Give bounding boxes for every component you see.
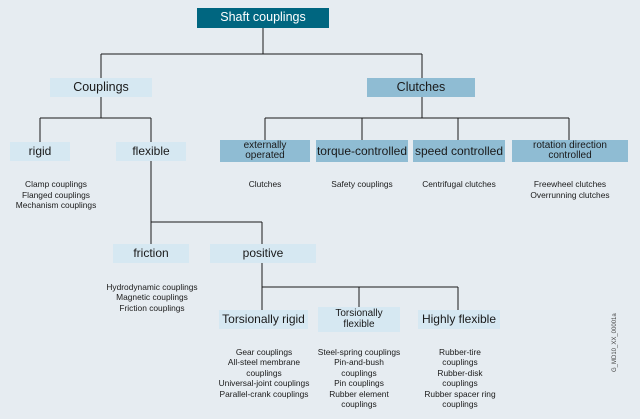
node-label: Highly flexible (421, 312, 497, 327)
node-friction: friction (113, 244, 189, 263)
list-item: Universal-joint couplings (218, 378, 310, 389)
list-item: Rubber spacer ring couplings (424, 388, 496, 410)
node-label: positive (242, 246, 284, 261)
rigid-items-list: Clamp couplings Flanged couplings Mechan… (0, 179, 112, 211)
node-label: Torsionally flexible (335, 308, 383, 330)
list-item: Mechanism couplings (15, 200, 97, 211)
torsionally-rigid-items-list: Gear couplings All-steel membrane coupli… (208, 347, 320, 399)
list-item: Rubber-disk couplings (437, 367, 483, 389)
node-label: externally operated (243, 139, 287, 161)
list-item: Freewheel clutches (533, 179, 607, 189)
list-item: Friction couplings (119, 302, 185, 313)
list-item: Clamp couplings (25, 179, 87, 189)
list-item: Gear couplings (235, 347, 293, 357)
list-item: Clutches (248, 179, 282, 189)
list-item: Rubber element couplings (329, 388, 389, 410)
torque-controlled-items-list: Safety couplings (316, 179, 408, 190)
node-label: friction (133, 246, 169, 261)
node-rotation-direction-controlled: rotation direction controlled (512, 140, 628, 162)
node-torque-controlled: torque-controlled (316, 140, 408, 162)
list-item: Safety couplings (331, 179, 393, 189)
node-label: Torsionally rigid (222, 312, 305, 327)
list-item: Parallel-crank couplings (219, 388, 309, 399)
node-label: Shaft couplings (220, 10, 306, 25)
figure-id-text: G_MD10_XX_00001a (612, 313, 618, 372)
node-speed-controlled: speed controlled (413, 140, 505, 162)
node-torsionally-flexible: Torsionally flexible (318, 307, 400, 332)
node-externally-operated: externally operated (220, 140, 310, 162)
highly-flexible-items-list: Rubber-tire couplings Rubber-disk coupli… (412, 347, 508, 409)
node-flexible: flexible (116, 142, 186, 161)
rotation-direction-items-list: Freewheel clutches Overrunning clutches (512, 179, 628, 200)
node-label: Clutches (396, 79, 446, 94)
node-label: torque-controlled (316, 143, 408, 158)
list-item: Steel-spring couplings (317, 347, 401, 357)
node-clutches: Clutches (367, 78, 475, 97)
list-item: All-steel membrane couplings (227, 357, 301, 378)
list-item: Centrifugal clutches (422, 179, 496, 189)
list-item: Magnetic couplings (116, 292, 188, 303)
list-item: Overrunning clutches (530, 189, 610, 200)
node-label: rigid (28, 144, 52, 159)
node-shaft-couplings: Shaft couplings (197, 8, 329, 28)
node-positive: positive (210, 244, 316, 263)
list-item: Pin couplings (334, 378, 384, 389)
node-label: rotation direction controlled (533, 139, 607, 161)
externally-operated-items-list: Clutches (220, 179, 310, 190)
node-rigid: rigid (10, 142, 70, 161)
list-item: Flanged couplings (22, 189, 90, 200)
node-highly-flexible: Highly flexible (418, 310, 500, 329)
node-label: speed controlled (414, 143, 504, 158)
node-label: Couplings (73, 79, 129, 94)
list-item: Pin-and-bush couplings (334, 357, 384, 378)
node-label: flexible (132, 144, 170, 159)
list-item: Rubber-tire couplings (439, 347, 481, 368)
list-item: Hydrodynamic couplings (106, 282, 198, 292)
node-torsionally-rigid: Torsionally rigid (219, 310, 308, 329)
figure-id-watermark: G_MD10_XX_00001a (612, 313, 618, 372)
node-couplings: Couplings (50, 78, 152, 97)
friction-items-list: Hydrodynamic couplings Magnetic coupling… (104, 282, 200, 313)
speed-controlled-items-list: Centrifugal clutches (413, 179, 505, 190)
torsionally-flexible-items-list: Steel-spring couplings Pin-and-bush coup… (310, 347, 408, 409)
